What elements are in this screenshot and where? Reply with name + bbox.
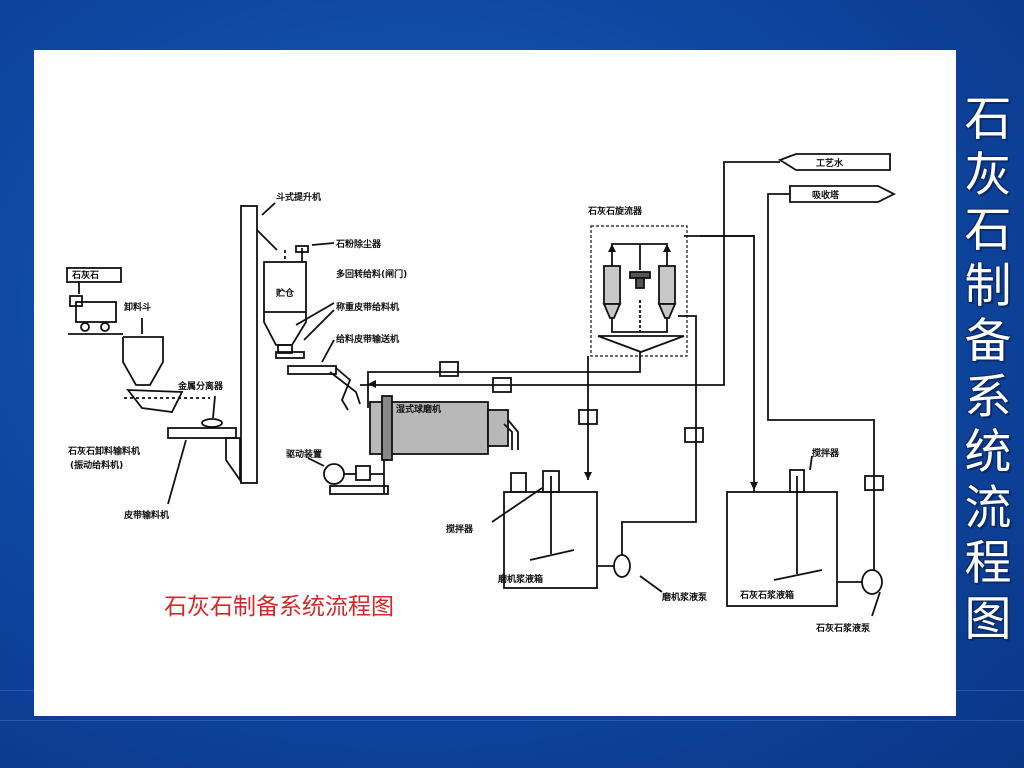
label-dust-collector: 石粉除尘器 (335, 238, 382, 250)
label-limestone: 石灰石 (71, 269, 99, 281)
label-multi-valve: 多回转给料(闸门) (336, 268, 407, 280)
label-vibrating-feeder-sub: (振动给料机) (70, 459, 123, 471)
label-cyclone: 石灰石旋流器 (587, 205, 643, 217)
label-mill-slurry-tank: 磨机浆液箱 (497, 573, 543, 585)
label-process-water: 工艺水 (816, 157, 844, 169)
label-feed-belt: 给料皮带输送机 (336, 333, 399, 345)
title-char: 图 (964, 591, 1012, 647)
title-char: 统 (964, 425, 1012, 480)
label-mill-slurry-pump: 磨机浆液泵 (661, 591, 708, 603)
title-char: 石 (964, 203, 1012, 258)
label-slurry-pump: 石灰石浆液泵 (815, 622, 871, 634)
label-wet-mill: 湿式球磨机 (396, 403, 441, 415)
background-line (0, 720, 1024, 721)
label-metal-separator: 金属分离器 (177, 380, 224, 392)
diagram-caption: 石灰石制备系统流程图 (164, 594, 394, 620)
title-char: 灰 (964, 147, 1012, 203)
title-char: 程 (964, 536, 1012, 591)
limestone-box (66, 267, 122, 283)
vertical-slide-title: 石 灰 石 制 备 系 统 流 程 图 (958, 92, 1018, 647)
title-char: 石 (964, 92, 1012, 147)
diagram-panel: 石灰石 卸料斗 金属分离器 石灰石卸料输料机 (振动给料机) 皮带输料机 斗式提… (34, 50, 956, 716)
label-bucket-elevator: 斗式提升机 (276, 191, 321, 203)
label-to-absorber: 吸收塔 (812, 189, 840, 201)
label-belt-conveyor: 皮带输料机 (123, 509, 169, 521)
title-char: 制 (964, 258, 1012, 314)
label-drive-unit: 驱动装置 (286, 448, 322, 460)
flow-diagram: 石灰石 卸料斗 金属分离器 石灰石卸料输料机 (振动给料机) 皮带输料机 斗式提… (66, 153, 897, 634)
label-vibrating-feeder: 石灰石卸料输料机 (67, 445, 140, 457)
label-slurry-tank: 石灰石浆液箱 (739, 589, 794, 601)
label-agitator-2: 搅拌器 (812, 447, 840, 459)
title-char: 系 (964, 369, 1012, 425)
label-agitator-1: 搅拌器 (446, 523, 474, 535)
title-char: 备 (964, 314, 1012, 369)
label-silo: 贮仓 (275, 287, 295, 299)
label-weigh-belt: 称重皮带给料机 (336, 301, 399, 313)
label-unloading-hopper: 卸料斗 (124, 301, 151, 313)
title-char: 流 (964, 480, 1012, 536)
